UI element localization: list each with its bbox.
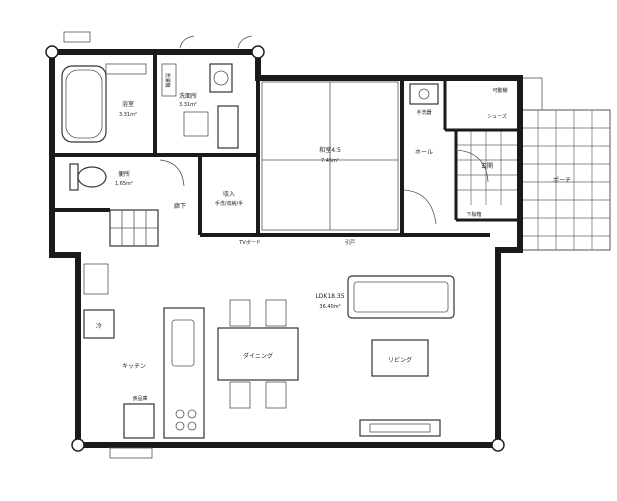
fridge [83, 309, 115, 339]
cupboard-label: 可動棚 [492, 87, 507, 94]
dining-set [217, 299, 299, 409]
ldk-name: LDK18.35 [315, 293, 344, 300]
door-swing-hall [403, 189, 437, 225]
kitchen-name: キッチン [122, 363, 146, 370]
porch-deck [519, 77, 611, 251]
washing-label: 洗濯機 [164, 72, 171, 87]
tv-cabinet-label: TVボード [238, 239, 260, 246]
sliding-label: 引戸 [345, 239, 355, 246]
porch-name: ポーチ [553, 176, 571, 184]
bathtub [61, 63, 147, 143]
bath-name: 浴室 [122, 100, 134, 108]
toilet-name: 便所 [118, 170, 130, 178]
stairs [109, 209, 159, 247]
storage-sub: 手洗/収納/手 [215, 200, 243, 207]
ldk-area: 36.40m² [319, 304, 340, 310]
living-name: リビング [388, 356, 412, 364]
pantry-label: 食品庫 [132, 395, 147, 402]
toilet-fixture [69, 163, 107, 191]
fridge-label: 冷 [96, 322, 102, 330]
pantry-box [123, 403, 155, 439]
tv-bench [359, 419, 441, 437]
shoe-storage-label: 下駄箱 [466, 211, 481, 218]
dining-name: ダイニング [243, 352, 273, 360]
washroom-fixtures [161, 63, 239, 149]
door-swing-entrance [455, 149, 489, 183]
interior-walls [52, 52, 520, 237]
japanese-area: 7.45m² [321, 158, 339, 164]
kitchen-counter [163, 307, 205, 439]
columns [45, 45, 505, 452]
sofa [347, 275, 455, 319]
living-table [371, 339, 429, 377]
corridor-name: 廊下 [174, 202, 186, 210]
shoebox-label: シューズ [487, 113, 507, 120]
washroom-area: 3.31m² [179, 102, 197, 108]
bath-area: 3.31m² [119, 112, 137, 118]
hand-wash-label: 手洗器 [416, 109, 431, 116]
hall-name: ホール [415, 149, 433, 156]
toilet-area: 1.65m² [115, 181, 133, 187]
storage-name: 収入 [223, 191, 235, 198]
entrance-name: 玄関 [481, 162, 493, 170]
hand-wash-sink [409, 83, 439, 105]
door-swing-corridor [159, 159, 185, 187]
japanese-name: 和室4.5 [319, 146, 341, 154]
exterior-walls [49, 49, 523, 448]
washroom-name: 洗面所 [179, 92, 197, 100]
tatami [261, 81, 399, 231]
exterior-doors [63, 31, 253, 459]
